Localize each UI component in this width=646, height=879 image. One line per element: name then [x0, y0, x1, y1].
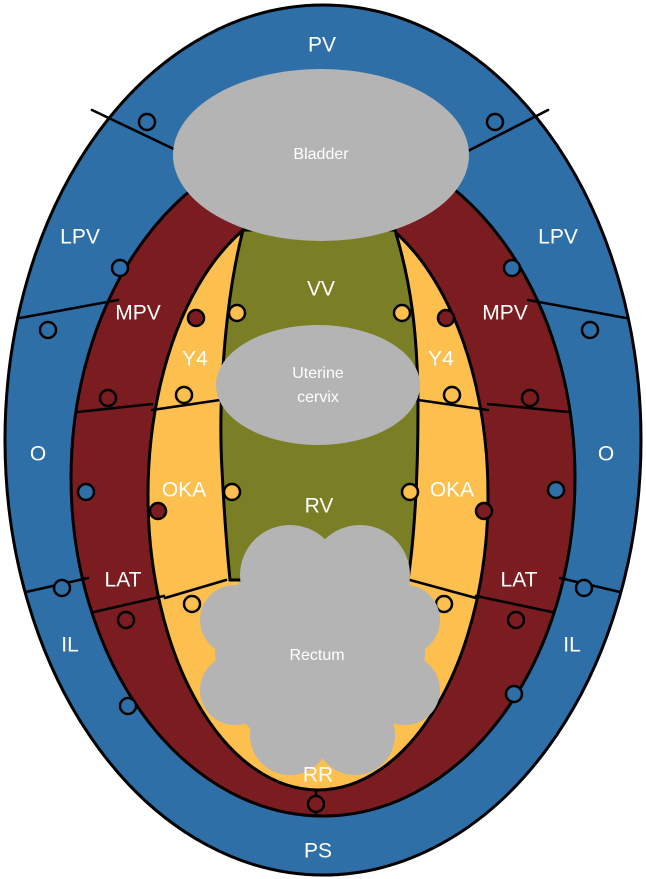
label-lat-left: LAT [105, 569, 142, 592]
label-rr: RR [303, 764, 333, 787]
knob-middle-left-o [98, 388, 118, 408]
label-o-left: O [30, 443, 46, 466]
label-cervix-line1: Uterine [292, 365, 344, 382]
knob-outer-right-lat [574, 578, 594, 598]
puzzle-knobs [38, 112, 600, 814]
knob-inner-left-lat [182, 594, 202, 614]
knob-inner-left-vv [227, 303, 247, 323]
knob-outer-left-o [76, 482, 96, 502]
knob-inner-right-oka [474, 501, 494, 521]
bladder-shape [173, 69, 469, 241]
knob-outer-right-o [546, 480, 566, 500]
label-vv: VV [307, 278, 335, 301]
label-il-left: IL [61, 634, 79, 657]
knob-outer-left-il [118, 696, 138, 716]
label-rectum: Rectum [289, 647, 344, 664]
label-lpv-right: LPV [538, 226, 578, 249]
knob-inner-right-vv [392, 303, 412, 323]
label-bladder: Bladder [293, 146, 349, 163]
knob-core-left-oka [222, 482, 242, 502]
knob-middle-right-mpv [436, 308, 456, 328]
label-lpv-left: LPV [60, 226, 100, 249]
knob-core-right-oka [400, 482, 420, 502]
knob-middle-right-lat [506, 610, 526, 630]
knob-inner-left-oka [148, 501, 168, 521]
label-pv: PV [308, 34, 336, 57]
knob-outer-right-top [485, 112, 505, 132]
knob-middle-right-lpv [502, 258, 522, 278]
knob-outer-right-mid [580, 320, 600, 340]
label-ps: PS [304, 840, 332, 863]
knob-middle-right-o [520, 388, 540, 408]
knob-outer-right-il [504, 684, 524, 704]
label-cervix-line2: cervix [297, 389, 339, 406]
knob-middle-left-lat [116, 610, 136, 630]
uterine-cervix-shape [216, 325, 420, 445]
label-lat-right: LAT [501, 569, 538, 592]
knob-outer-left-mid [38, 320, 58, 340]
rectum-shape [200, 525, 440, 775]
label-rv: RV [305, 495, 334, 518]
label-oka-right: OKA [430, 479, 474, 502]
label-o-right: O [598, 443, 614, 466]
label-mpv-left: MPV [115, 302, 161, 325]
label-il-right: IL [563, 634, 581, 657]
knob-inner-right-y4 [442, 385, 462, 405]
knob-bottom-rr [306, 794, 326, 814]
label-y4-left: Y4 [182, 348, 208, 371]
knob-middle-left-mpv [186, 308, 206, 328]
dividing-lines [18, 108, 628, 817]
knob-outer-left-lat [52, 578, 72, 598]
knob-middle-left-lpv [110, 258, 130, 278]
label-y4-right: Y4 [428, 348, 454, 371]
label-oka-left: OKA [162, 479, 206, 502]
label-mpv-right: MPV [482, 302, 528, 325]
knob-inner-left-y4 [174, 385, 194, 405]
knob-outer-left-top [137, 112, 157, 132]
